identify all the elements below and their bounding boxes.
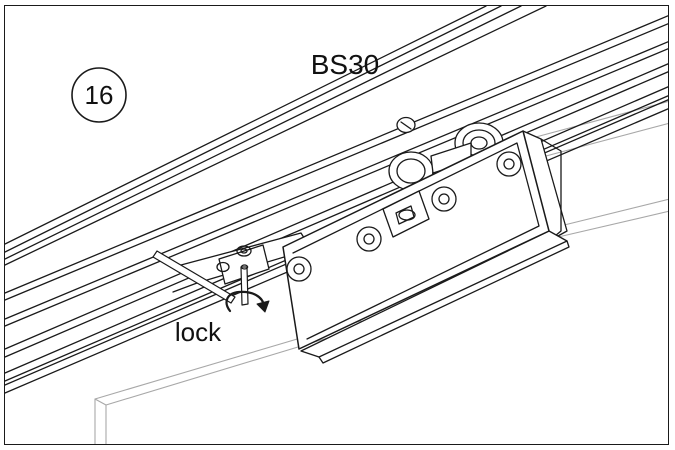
- figure-frame: 16 BS30 lock: [4, 5, 669, 445]
- step-number-badge: 16: [71, 67, 127, 123]
- clamp-plate-screws: [286, 151, 522, 282]
- adjustment-slot: [382, 190, 430, 238]
- assembly-drawing: 16 BS30 lock: [5, 6, 668, 444]
- clamp-plate: [282, 130, 570, 364]
- rail-screw: [396, 116, 416, 134]
- lock-rotation-arrow: [225, 290, 270, 313]
- step-number: 16: [85, 80, 114, 110]
- lock-label: lock: [175, 317, 222, 347]
- model-title: BS30: [311, 49, 380, 80]
